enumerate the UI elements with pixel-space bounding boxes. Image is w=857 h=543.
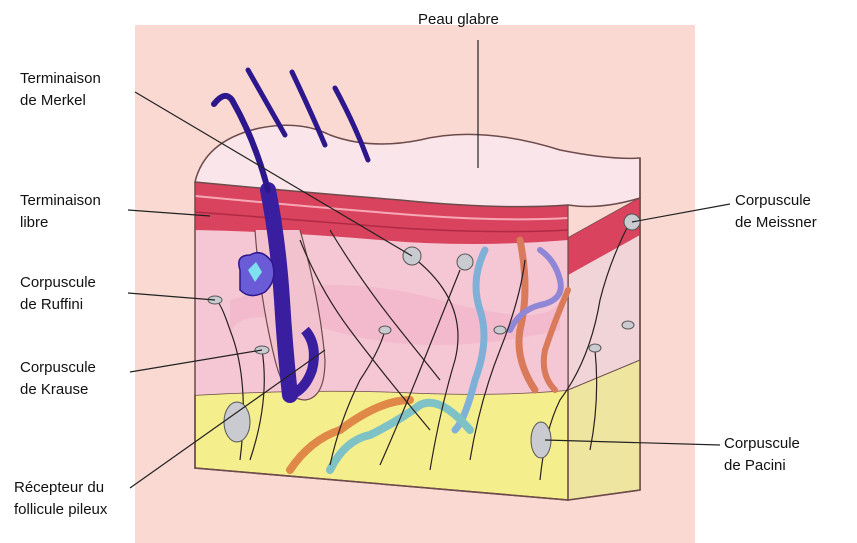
label-meissner-line2: de Meissner [735, 212, 817, 234]
label-merkel-line2: de Merkel [20, 90, 101, 112]
label-merkel: Terminaison de Merkel [20, 68, 101, 112]
label-krause-line2: de Krause [20, 379, 96, 401]
label-meissner: Corpuscule de Meissner [735, 190, 817, 234]
receptor-small-1 [379, 326, 391, 334]
label-pacini-line1: Corpuscule [724, 433, 800, 455]
receptor-small-4 [622, 321, 634, 329]
pacini-corpuscule-left [224, 402, 250, 442]
label-libre: Terminaison libre [20, 190, 101, 234]
label-follicule-line2: follicule pileux [14, 499, 107, 521]
label-ruffini-line1: Corpuscule [20, 272, 96, 294]
label-follicule-line1: Récepteur du [14, 477, 107, 499]
label-pacini: Corpuscule de Pacini [724, 433, 800, 477]
label-libre-line2: libre [20, 212, 101, 234]
label-libre-line1: Terminaison [20, 190, 101, 212]
label-meissner-line1: Corpuscule [735, 190, 817, 212]
label-ruffini: Corpuscule de Ruffini [20, 272, 96, 316]
label-peau-glabre-text: Peau glabre [418, 9, 499, 31]
label-peau-glabre: Peau glabre [418, 9, 499, 31]
label-follicule: Récepteur du follicule pileux [14, 477, 107, 521]
label-merkel-line1: Terminaison [20, 68, 101, 90]
label-krause: Corpuscule de Krause [20, 357, 96, 401]
label-krause-line1: Corpuscule [20, 357, 96, 379]
receptor-small-3 [589, 344, 601, 352]
receptor-star-2 [457, 254, 473, 270]
label-pacini-line2: de Pacini [724, 455, 800, 477]
label-ruffini-line2: de Ruffini [20, 294, 96, 316]
receptor-small-2 [494, 326, 506, 334]
